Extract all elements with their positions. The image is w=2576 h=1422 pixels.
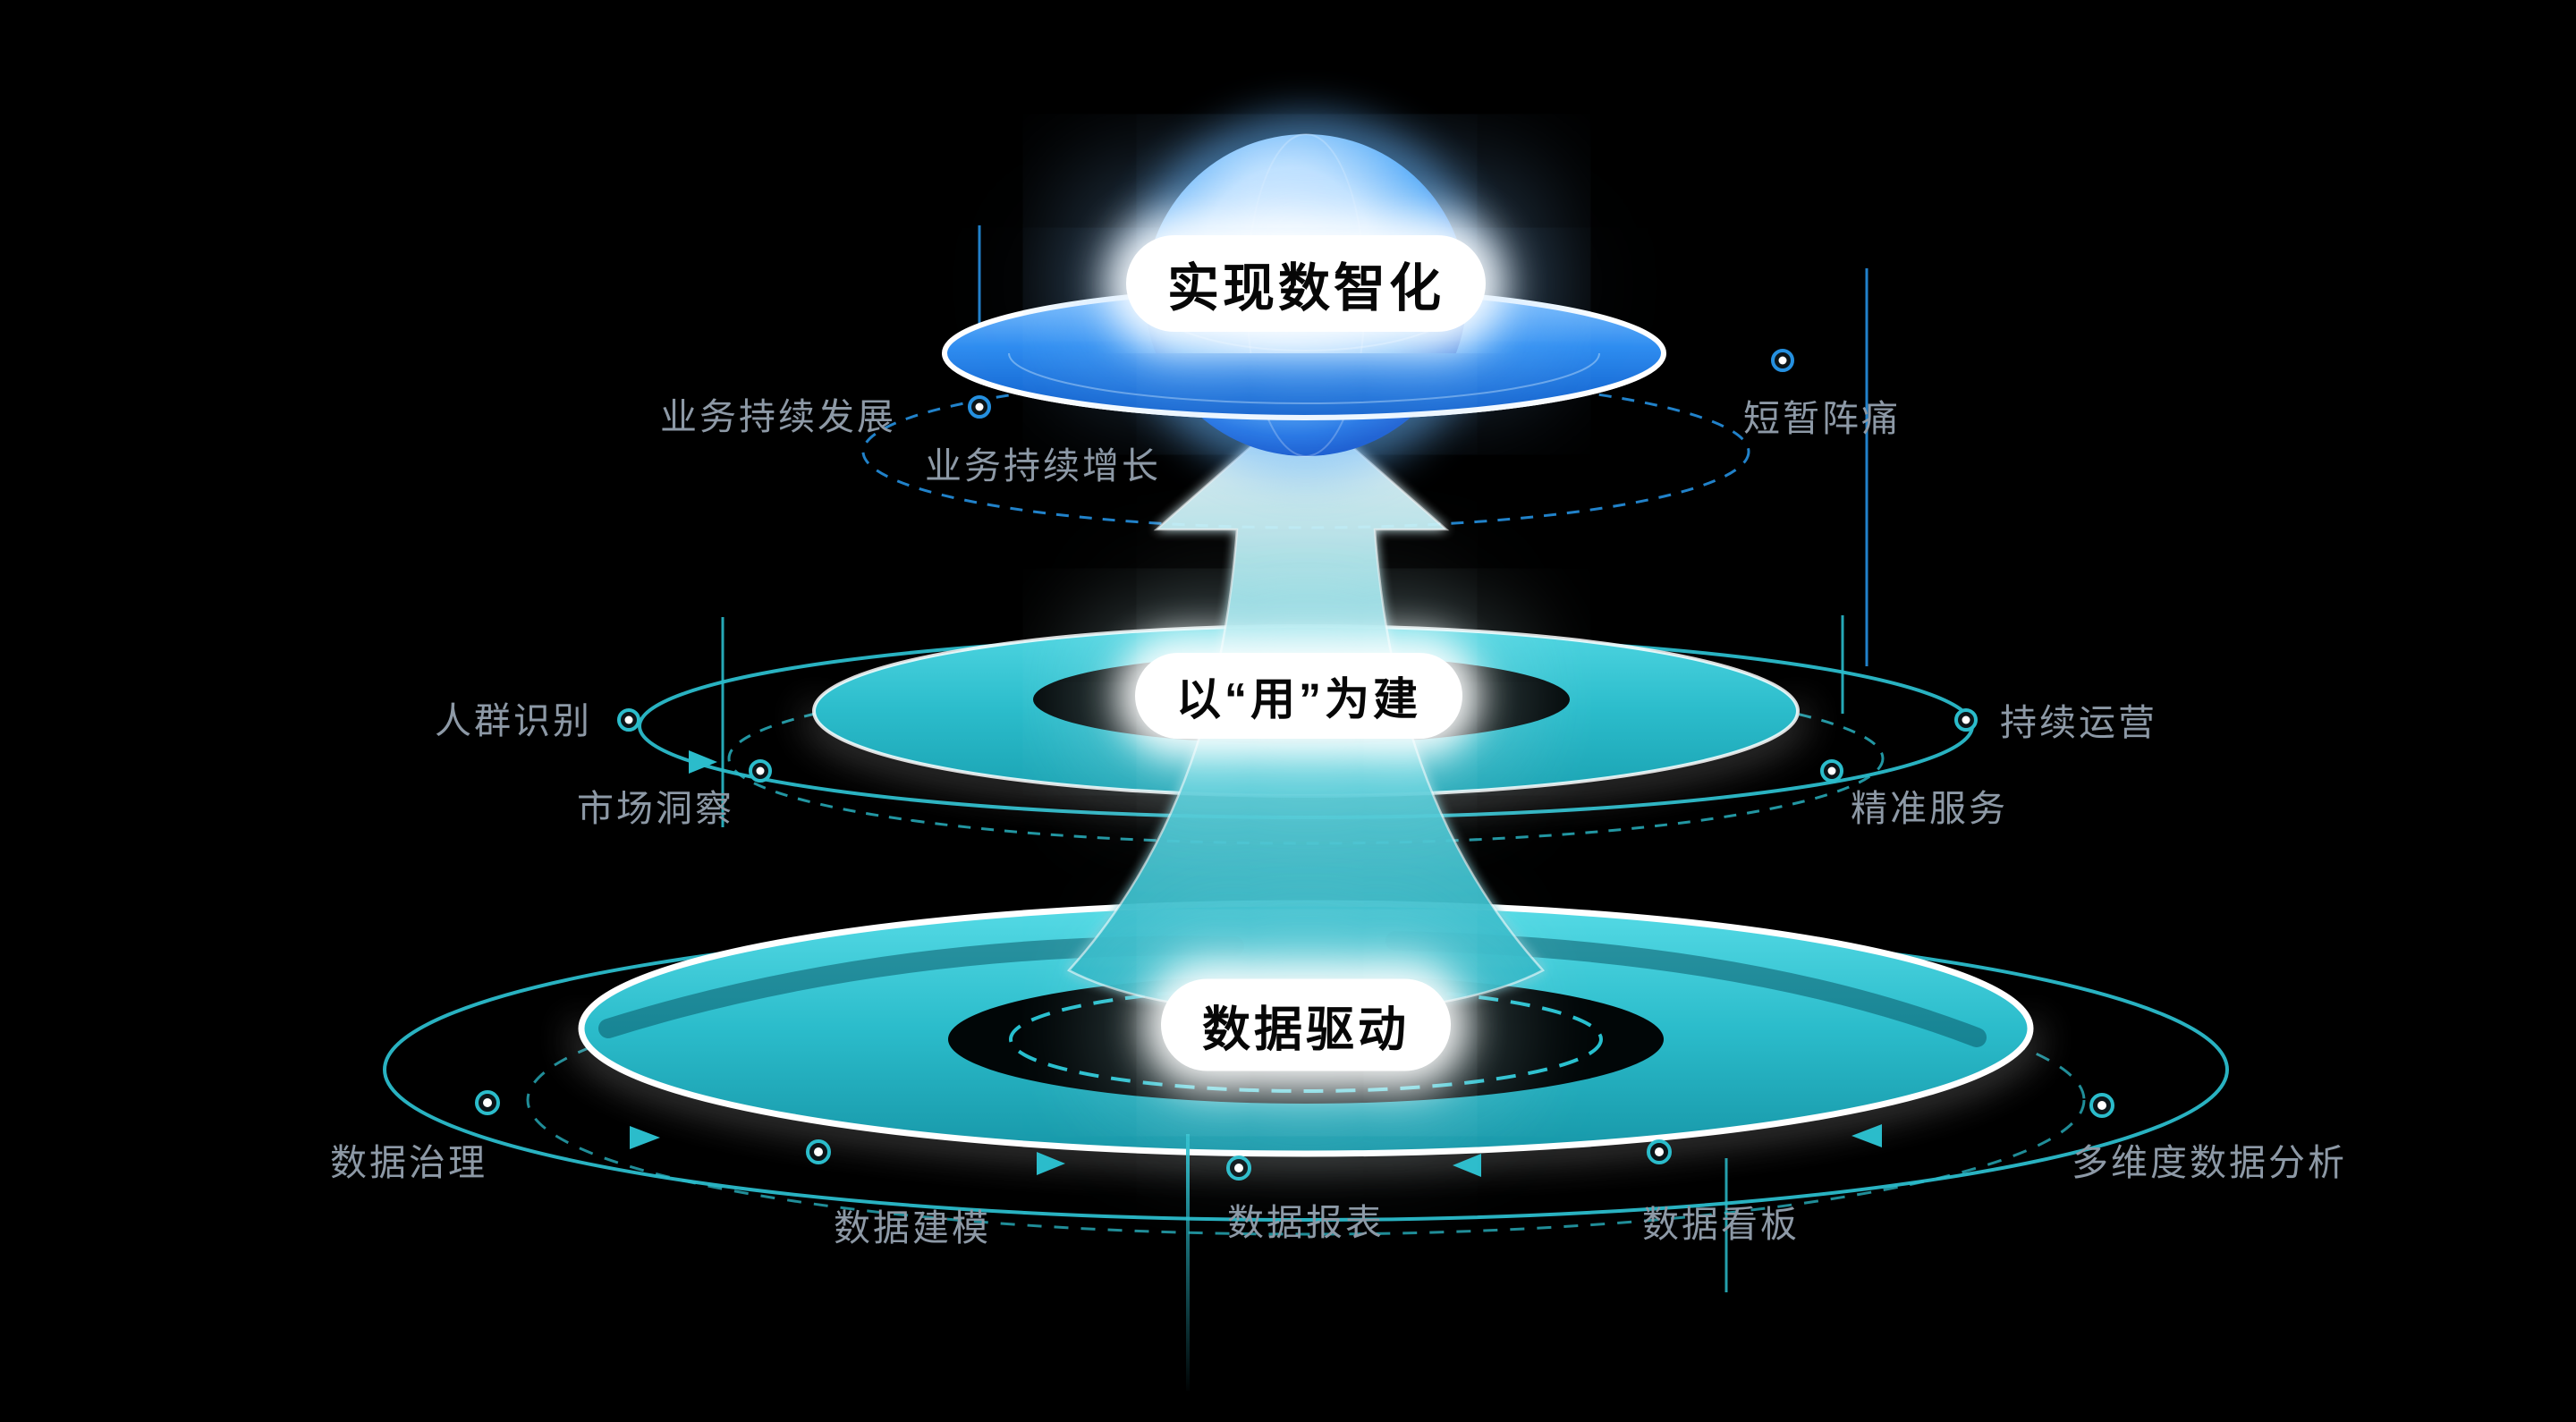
ring-arrowhead-bottom-inner-right <box>1453 1154 1481 1177</box>
middle-dashed-ring <box>727 672 1885 845</box>
label-continuous-operation: 持续运营 <box>2000 702 2157 743</box>
node-middle-left-inner <box>749 759 772 783</box>
label-crowd-identification: 人群识别 <box>435 700 592 741</box>
label-business-sustained-development: 业务持续发展 <box>660 396 896 437</box>
bottom-hole-dashed-ring <box>1009 986 1603 1093</box>
ring-arrowhead-bottom-right <box>1852 1124 1882 1147</box>
top-platform-inner-arc <box>1008 352 1600 404</box>
node-middle-right-outer <box>1954 708 1978 732</box>
ring-arrowhead-bottom-left <box>630 1126 660 1149</box>
node-top-right <box>1771 349 1794 372</box>
node-top-left <box>968 395 991 419</box>
label-short-term-pain: 短暂阵痛 <box>1743 398 1901 439</box>
label-data-dashboard: 数据看板 <box>1642 1204 1800 1245</box>
top-platform-front-rim <box>942 352 1666 420</box>
label-multidimensional-data-analysis: 多维度数据分析 <box>2072 1142 2347 1183</box>
ring-arrowhead-bottom-inner-left <box>1037 1152 1065 1175</box>
label-data-report: 数据报表 <box>1227 1202 1385 1243</box>
node-bottom-center <box>1226 1155 1251 1181</box>
label-market-insight: 市场洞察 <box>577 788 734 829</box>
node-bottom-far-right <box>2089 1093 2114 1118</box>
top-platform-front <box>945 353 1664 418</box>
node-middle-right-inner <box>1820 759 1843 783</box>
ring-arrowhead-middle-left <box>689 750 717 774</box>
label-precise-service: 精准服务 <box>1851 788 2008 829</box>
label-business-sustained-growth: 业务持续增长 <box>925 445 1161 487</box>
node-bottom-right <box>1647 1139 1672 1164</box>
tier-title-middle: 以“用”为建 <box>1135 653 1462 739</box>
label-data-modeling: 数据建模 <box>834 1207 991 1248</box>
node-bottom-far-left <box>475 1090 500 1115</box>
node-middle-left-outer <box>617 708 640 732</box>
tier-title-top: 实现数智化 <box>1125 235 1487 332</box>
label-data-governance: 数据治理 <box>330 1142 487 1183</box>
node-bottom-left <box>806 1139 831 1164</box>
tier-title-bottom: 数据驱动 <box>1161 978 1451 1071</box>
